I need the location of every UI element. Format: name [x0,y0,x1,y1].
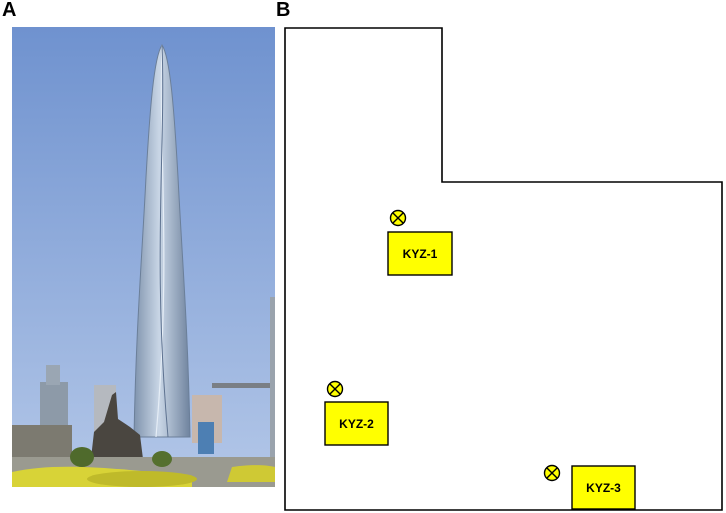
tower [133,44,191,438]
panel-label-a: A [2,0,17,21]
station-marker-icon [389,209,407,227]
station-kyz-3: KYZ-3 [543,464,636,510]
station-marker-icon [543,464,561,482]
site-boundary [284,27,723,511]
station-kyz-1: KYZ-1 [387,209,453,276]
sculpture [90,392,144,467]
panel-label-b: B [276,0,291,21]
station-label: KYZ-2 [339,417,374,431]
station-label: KYZ-3 [586,481,621,495]
station-box [571,465,636,510]
station-kyz-2: KYZ-2 [324,380,389,446]
station-label: KYZ-1 [403,247,438,261]
overpass [212,383,275,388]
station-box [324,401,389,446]
station-marker-icon [326,380,344,398]
billboard [198,422,214,454]
tower-photo [12,27,275,487]
station-box [387,231,453,276]
low-building [12,425,72,461]
